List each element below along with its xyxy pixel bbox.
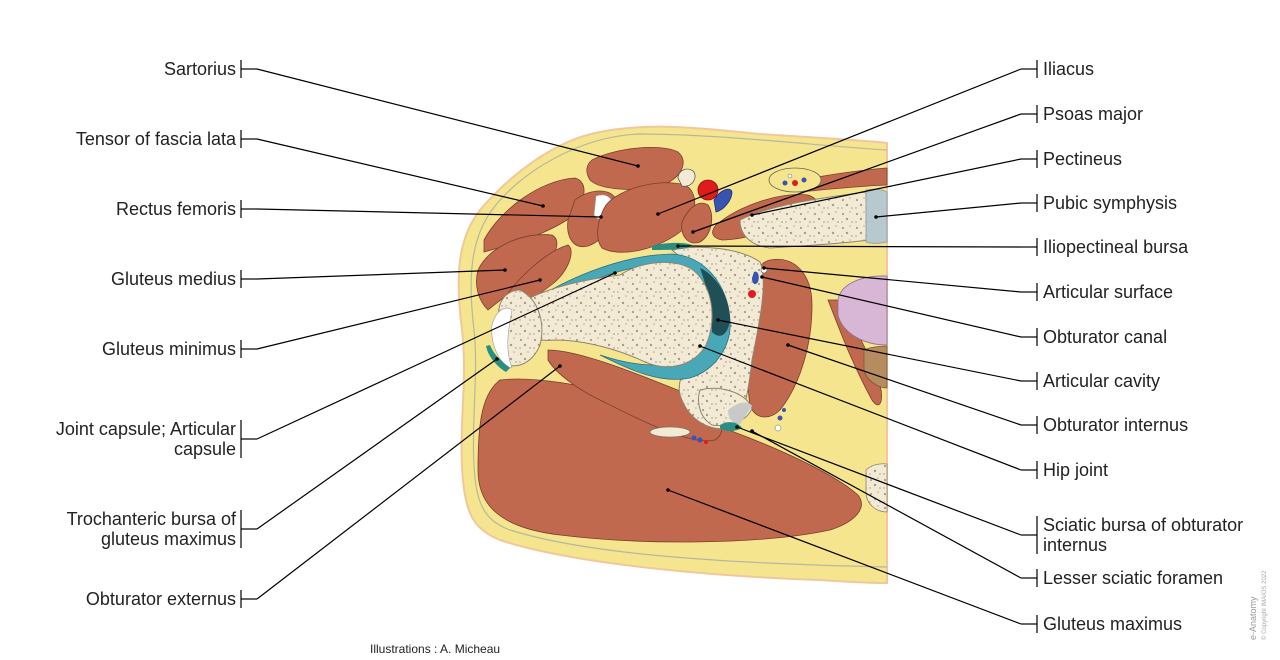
label-right-1: Psoas major (691, 104, 1143, 234)
leader-line (717, 319, 1022, 382)
leader-dot (538, 278, 542, 282)
label-text: Lesser sciatic foramen (1043, 568, 1223, 588)
label-left-0: Sartorius (164, 59, 640, 168)
leader-dot (786, 343, 790, 347)
label-text: Obturator canal (1043, 327, 1167, 347)
watermark-copyright: © Copyright IMAIOS 2022 (1261, 570, 1268, 640)
label-text: Articular cavity (1043, 371, 1160, 391)
leader-dot (735, 425, 739, 429)
iliopectineal-bursa (652, 242, 692, 250)
leader-line (667, 489, 1022, 625)
imaios-watermark: e-Anatomy © Copyright IMAIOS 2022 (1248, 570, 1268, 640)
label-right-7: Articular cavity (716, 318, 1160, 391)
leader-dot (760, 275, 764, 279)
leader-line (763, 267, 1022, 293)
leader-line (256, 208, 602, 218)
cross-section-illustration (457, 125, 888, 585)
label-text: Obturator internus (1043, 415, 1188, 435)
label-text: Gluteus maximus (1043, 614, 1182, 634)
label-text: Gluteus medius (111, 269, 236, 289)
leader-line (256, 68, 639, 167)
leader-dot (750, 213, 754, 217)
label-text: Obturator externus (86, 589, 236, 609)
leader-dot (656, 212, 660, 216)
label-right-5: Articular surface (762, 266, 1173, 302)
leader-dot (636, 164, 640, 168)
label-right-0: Iliacus (656, 59, 1094, 216)
leader-dot (691, 230, 695, 234)
label-right-8: Obturator internus (786, 343, 1188, 435)
leader-line (699, 345, 1022, 471)
label-text: Tensor of fascia lata (76, 129, 237, 149)
label-right-12: Gluteus maximus (666, 488, 1182, 634)
label-right-2: Pectineus (750, 149, 1122, 217)
label-text: Rectus femoris (116, 199, 236, 219)
leader-line (692, 113, 1022, 233)
label-text: Hip joint (1043, 460, 1108, 480)
leader-dot (558, 364, 562, 368)
femoral-nerve-sheath (677, 168, 696, 187)
obturator-externus-muscle (547, 349, 723, 442)
sciatic-bursa (720, 422, 742, 431)
label-left-2: Rectus femoris (116, 199, 603, 219)
leader-line (751, 158, 1022, 216)
leader-line (256, 269, 506, 280)
leader-dot (716, 318, 720, 322)
leader-dot (503, 268, 507, 272)
label-text: Gluteus minimus (102, 339, 236, 359)
leader-dot (750, 429, 754, 433)
leader-dot (874, 215, 878, 219)
leader-dot (762, 266, 766, 270)
leader-line (736, 426, 1022, 536)
label-right-11: Lesser sciatic foramen (750, 429, 1223, 588)
label-right-6: Obturator canal (760, 275, 1167, 347)
label-right-3: Pubic symphysis (874, 193, 1177, 219)
label-text: Psoas major (1043, 104, 1143, 124)
femoral-vein (713, 188, 733, 213)
label-left-4: Gluteus minimus (102, 278, 542, 359)
bladder (837, 275, 888, 346)
label-text: Iliopectineal bursa (1043, 237, 1189, 257)
watermark-brand: e-Anatomy (1248, 596, 1258, 640)
leader-dot (676, 244, 680, 248)
leader-line (751, 430, 1022, 579)
label-right-4: Iliopectineal bursa (676, 237, 1189, 257)
leader-dot (541, 204, 545, 208)
label-left-1: Tensor of fascia lata (76, 129, 545, 208)
label-text: Sartorius (164, 59, 236, 79)
leader-line (256, 365, 561, 600)
label-text: Iliacus (1043, 59, 1094, 79)
leader-line (875, 202, 1022, 218)
leader-dot (613, 271, 617, 275)
pubic-bone (739, 191, 869, 249)
leader-line (256, 279, 541, 350)
leader-line (677, 245, 1022, 248)
label-left-3: Gluteus medius (111, 268, 507, 289)
leader-line (761, 276, 1022, 338)
leader-dot (698, 344, 702, 348)
leader-dot (599, 215, 603, 219)
psoas-major-muscle (681, 202, 713, 244)
label-left-7: Obturator externus (86, 364, 562, 609)
leader-line (256, 358, 498, 530)
leader-line (657, 68, 1022, 215)
label-text: Articular surface (1043, 282, 1173, 302)
leader-line (256, 138, 544, 207)
illustration-credit: Illustrations : A. Micheau (370, 642, 500, 656)
leader-dot (666, 488, 670, 492)
label-text: Pubic symphysis (1043, 193, 1177, 213)
leader-line (787, 344, 1022, 426)
label-text: Pectineus (1043, 149, 1122, 169)
label-right-9: Hip joint (698, 344, 1108, 480)
leader-line (256, 272, 616, 440)
leader-dot (495, 357, 499, 361)
